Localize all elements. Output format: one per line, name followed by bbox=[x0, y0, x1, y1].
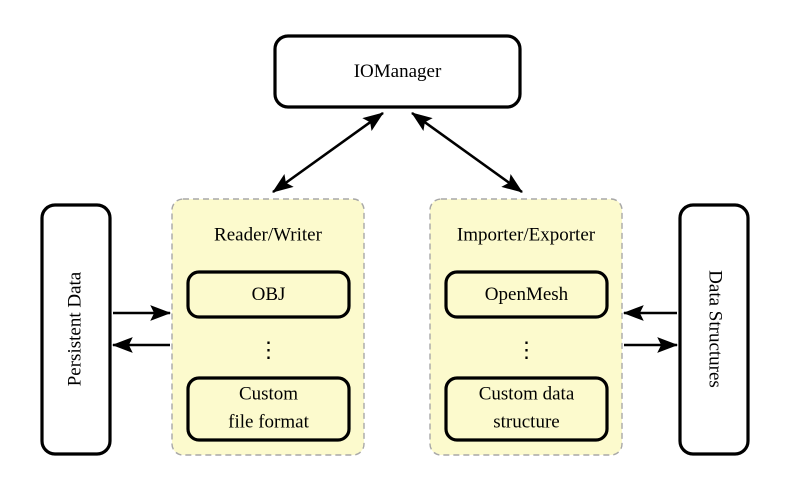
node-iomanager[interactable]: IOManager bbox=[273, 34, 522, 109]
data-structures-box[interactable] bbox=[678, 203, 750, 456]
connector-manager-reader-writer bbox=[272, 111, 384, 194]
node-data-structures[interactable]: Data Structures bbox=[678, 203, 750, 456]
reader-writer-ellipsis: ⋮ bbox=[258, 337, 280, 362]
custom-data-structure-box[interactable] bbox=[444, 376, 609, 442]
node-persistent-data[interactable]: Persistent Data bbox=[40, 203, 112, 456]
importer-exporter-group-label: Importer/Exporter bbox=[457, 224, 596, 245]
persistent-data-label: Persistent Data bbox=[64, 271, 85, 386]
connector-manager-importer-exporter bbox=[411, 111, 523, 194]
openmesh-box[interactable] bbox=[444, 270, 609, 319]
custom-file-format-box[interactable] bbox=[186, 376, 351, 442]
node-custom-file-format[interactable]: Custom file format bbox=[186, 376, 351, 442]
node-custom-data-structure[interactable]: Custom data structure bbox=[444, 376, 609, 442]
obj-label: OBJ bbox=[252, 284, 286, 305]
openmesh-label: OpenMesh bbox=[485, 284, 569, 305]
node-obj[interactable]: OBJ bbox=[186, 270, 351, 319]
iomanager-label: IOManager bbox=[354, 61, 442, 82]
custom-file-format-label-line1: Custom bbox=[239, 383, 298, 404]
data-structures-label: Data Structures bbox=[705, 270, 726, 388]
group-importer-exporter[interactable]: Importer/Exporter OpenMesh ⋮ Custom data… bbox=[429, 198, 623, 456]
group-reader-writer[interactable]: Reader/Writer OBJ ⋮ Custom file format bbox=[171, 198, 365, 456]
importer-exporter-ellipsis: ⋮ bbox=[516, 337, 538, 362]
reader-writer-group-label: Reader/Writer bbox=[214, 224, 323, 245]
custom-data-structure-label-line2: structure bbox=[493, 411, 559, 432]
node-openmesh[interactable]: OpenMesh bbox=[444, 270, 609, 319]
obj-box[interactable] bbox=[186, 270, 351, 319]
custom-file-format-label-line2: file format bbox=[228, 411, 309, 432]
iomanager-box[interactable] bbox=[273, 34, 522, 109]
custom-data-structure-label-line1: Custom data bbox=[479, 383, 575, 404]
persistent-data-box[interactable] bbox=[40, 203, 112, 456]
